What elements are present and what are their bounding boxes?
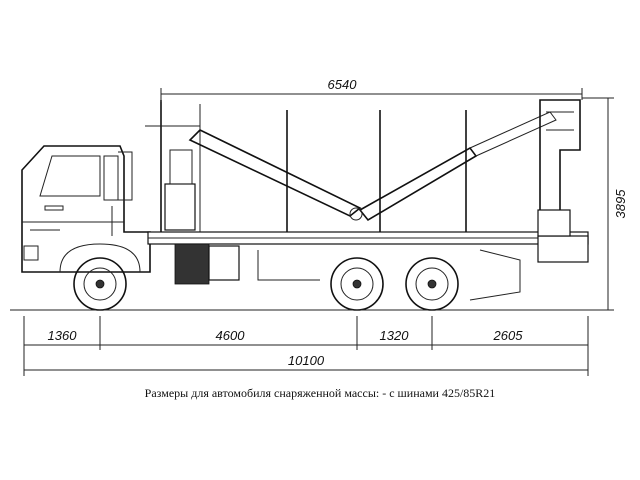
truck-cab bbox=[21, 145, 151, 273]
dim-front-overhang: 1360 bbox=[48, 328, 78, 343]
dim-wheelbase: 4600 bbox=[216, 328, 246, 343]
dim-overall-length: 10100 bbox=[288, 353, 325, 368]
timber-stakes bbox=[145, 100, 467, 232]
dimension-lines bbox=[23, 88, 614, 376]
dim-crane-reach: 6540 bbox=[328, 77, 358, 92]
chassis-frame bbox=[147, 231, 589, 301]
rear-wheel-1 bbox=[330, 257, 384, 311]
caption: Размеры для автомобиля снаряженной массы… bbox=[144, 386, 496, 400]
front-wheel bbox=[73, 257, 127, 311]
dim-bogie: 1320 bbox=[380, 328, 410, 343]
rear-wheel-2 bbox=[405, 257, 459, 311]
dim-rear-overhang: 2605 bbox=[493, 328, 524, 343]
dim-height: 3895 bbox=[613, 189, 628, 219]
loader-crane bbox=[188, 99, 581, 237]
